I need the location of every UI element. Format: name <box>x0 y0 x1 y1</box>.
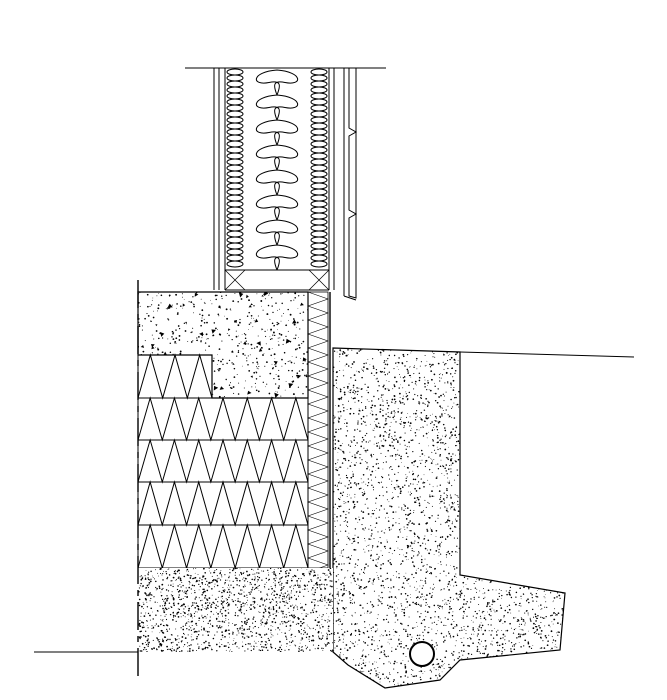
vertical-insulation-board <box>307 291 331 573</box>
drain-pipe <box>409 641 435 667</box>
finished-grade-line <box>459 351 635 358</box>
stud-wall <box>213 68 345 296</box>
exterior-siding <box>343 68 358 301</box>
batt-insulation <box>226 68 328 271</box>
bottom-plate <box>224 269 330 291</box>
gravel-base <box>138 568 333 652</box>
compacted-backfill <box>332 347 566 689</box>
concrete-slab <box>137 291 309 399</box>
